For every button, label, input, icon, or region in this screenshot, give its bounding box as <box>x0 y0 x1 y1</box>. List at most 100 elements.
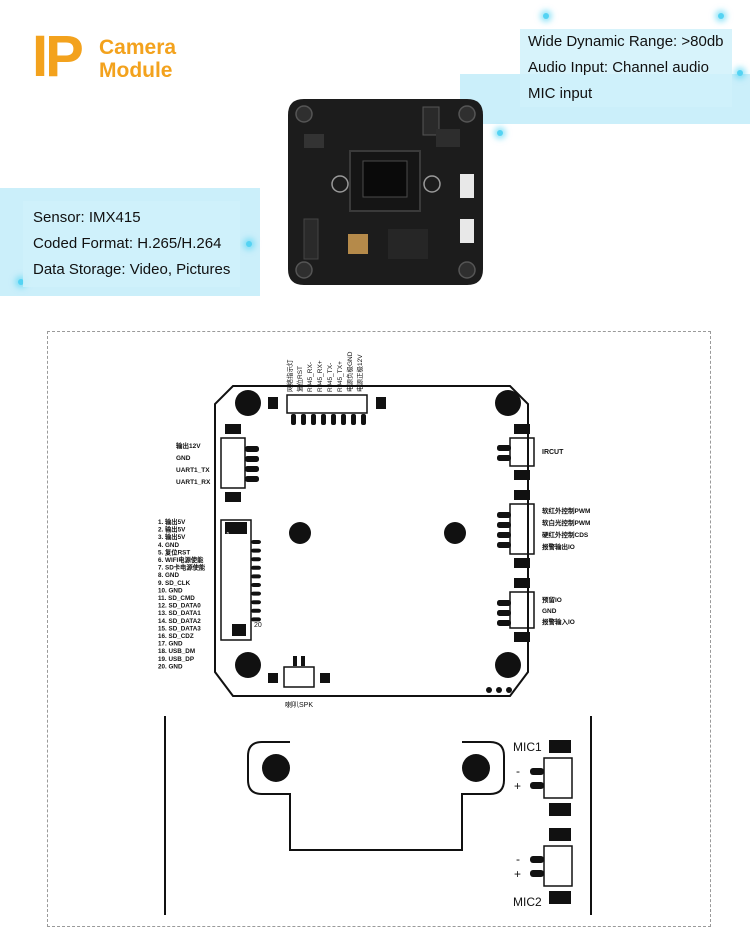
pin <box>251 591 261 596</box>
pin <box>251 574 261 579</box>
mount-hole <box>262 754 290 782</box>
title-ip: IP <box>32 24 84 89</box>
sd-pin-label: 19. USB_DP <box>158 656 194 663</box>
mic1-label: MIC1 <box>513 740 542 754</box>
top-pin-label: 复位RST <box>295 366 304 392</box>
uart-pin-label: GND <box>176 455 191 462</box>
pin <box>321 414 326 425</box>
pin <box>497 620 511 626</box>
board-outline <box>214 385 529 697</box>
top-pin-label: 网络指示灯 <box>285 359 294 392</box>
glow-dot <box>497 130 503 136</box>
pin <box>251 583 261 587</box>
pin <box>497 610 511 616</box>
alarm-pin-label: 报警输入IO <box>542 617 575 626</box>
sd-pin-label: 14. SD_DATA2 <box>158 618 201 625</box>
alarm-pin-label: 预留IO <box>542 595 562 604</box>
pin <box>497 600 511 606</box>
mount-hole <box>289 522 311 544</box>
pin <box>251 557 261 562</box>
pin <box>497 445 511 451</box>
sd-pin-label: 1. 输出5V <box>158 517 186 526</box>
sd-pin-label: 6. WIFI电源使能 <box>158 555 204 564</box>
pin <box>251 608 261 613</box>
pin <box>497 522 511 528</box>
mic1-minus: - <box>516 764 520 778</box>
top-pin-label: RJ45_TX- <box>327 363 334 392</box>
spec-box-left: Sensor: IMX415 Coded Format: H.265/H.264… <box>23 201 241 287</box>
sd-pin-end-mark: 20 <box>254 622 262 629</box>
spec-mic-input: MIC input <box>528 85 593 102</box>
left-uart-connector <box>220 437 246 489</box>
sd-pin-start-mark: 1 <box>226 532 230 539</box>
pin <box>251 600 261 605</box>
mount-hole <box>495 390 521 416</box>
alarm-pin-label: GND <box>542 608 557 615</box>
top-pin-label: RJ45_RX- <box>307 362 314 392</box>
glow-dot <box>18 279 24 285</box>
top-pin-label: 电源负极GND <box>345 351 354 392</box>
sd-pin-label: 13. SD_DATA1 <box>158 610 201 617</box>
pcb-photo <box>288 99 483 285</box>
pwm-connector <box>509 503 535 555</box>
spec-wdr: Wide Dynamic Range: >80db <box>528 33 724 50</box>
pin <box>331 414 336 425</box>
sd-pin-label: 12. SD_DATA0 <box>158 603 201 610</box>
top-pin-label: 电源正极12V <box>355 354 364 392</box>
pin <box>251 548 261 553</box>
speaker-label: 喇叭SPK <box>285 700 313 709</box>
sd-pin-label: 20. GND <box>158 663 183 670</box>
pwm-pin-label: 软红外控制PWM <box>542 506 590 515</box>
spec-box-right: Wide Dynamic Range: >80db Audio Input: C… <box>520 29 732 107</box>
mount-hole <box>444 522 466 544</box>
mic2-plus: + <box>514 867 521 881</box>
pin <box>497 542 511 548</box>
title-camera: Camera <box>99 36 177 59</box>
title-camera-module: Camera Module <box>99 36 176 82</box>
mount-hole <box>462 754 490 782</box>
spec-sensor: Sensor: IMX415 <box>33 209 141 226</box>
lower-board-outline <box>247 741 505 851</box>
speaker-connector <box>283 666 315 688</box>
pin <box>361 414 366 425</box>
mic2-minus: - <box>516 852 520 866</box>
mic2-label: MIC2 <box>513 895 542 909</box>
sd-pin-label: 5. 复位RST <box>158 547 190 556</box>
pin <box>251 565 261 570</box>
mic2-connector <box>543 845 573 887</box>
sd-connector <box>220 519 252 641</box>
pin <box>497 532 511 538</box>
pwm-pin-label: 软白光控制PWM <box>542 518 590 527</box>
ircut-connector <box>509 437 535 467</box>
uart-pin-label: UART1_RX <box>176 479 211 486</box>
top-pin-label: RJ45_TX+ <box>337 361 344 392</box>
pwm-pin-label: 报警输出IO <box>542 542 575 551</box>
glow-dot <box>718 13 724 19</box>
pin <box>341 414 346 425</box>
mic1-connector <box>543 757 573 799</box>
glow-dot <box>737 70 743 76</box>
sd-pin-label: 10. GND <box>158 587 183 594</box>
mount-hole <box>235 652 261 678</box>
sd-pin-label: 9. SD_CLK <box>158 580 191 587</box>
alarm-connector <box>509 591 535 629</box>
pin <box>245 456 259 462</box>
pin <box>351 414 356 425</box>
sd-pin-label: 16. SD_CDZ <box>158 633 194 640</box>
pin <box>245 446 259 452</box>
sd-pin-label: 3. 输出5V <box>158 532 186 541</box>
pwm-pin-label: 硬红外控制CDS <box>542 530 589 539</box>
mount-hole <box>495 652 521 678</box>
pin <box>245 466 259 472</box>
sd-pin-label: 17. GND <box>158 641 183 648</box>
pin <box>291 414 296 425</box>
top-pin-label: RJ45_RX+ <box>317 360 324 392</box>
sd-pin-label: 18. USB_DM <box>158 648 195 655</box>
pin <box>311 414 316 425</box>
diagram-frame <box>47 331 711 927</box>
spec-data-storage: Data Storage: Video, Pictures <box>33 261 231 278</box>
uart-pin-label: 输出12V <box>176 441 201 450</box>
title-module: Module <box>99 59 173 82</box>
pin <box>497 455 511 461</box>
